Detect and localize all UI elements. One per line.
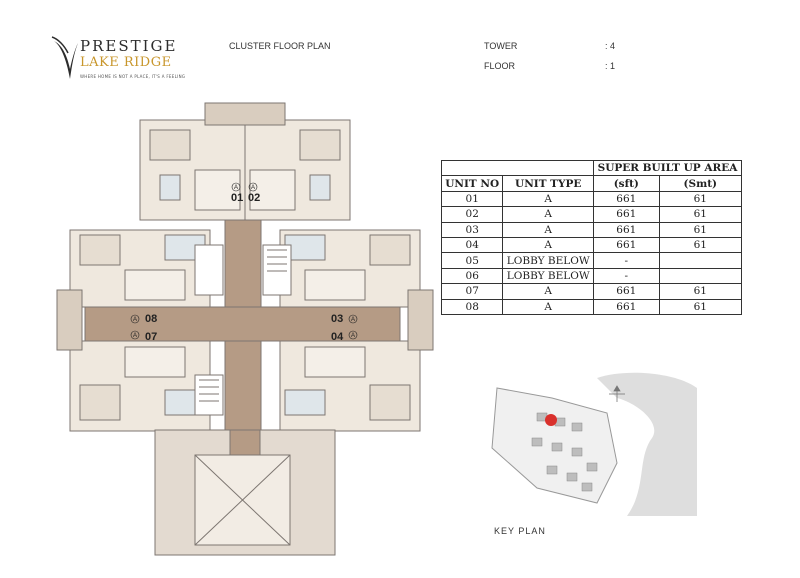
unit-label-08: 08: [145, 313, 157, 325]
area-table: SUPER BUILT UP AREA UNIT NO UNIT TYPE (s…: [440, 159, 743, 315]
entrance-lobby: [154, 429, 336, 556]
cluster-floor-plan: 01 02 03 04 07 08 A A A A A A: [56, 102, 434, 556]
type-marker-03: A: [351, 317, 355, 323]
type-marker-04: A: [351, 333, 355, 339]
unit-label-01: 01: [231, 192, 243, 204]
unit-label-02: 02: [248, 192, 260, 204]
col-unit-type: UNIT TYPE: [502, 175, 595, 192]
unit-label-07: 07: [145, 331, 157, 343]
type-marker-02: A: [251, 185, 255, 191]
brand-name-line1: PRESTIGE: [80, 37, 178, 55]
type-marker-07: A: [133, 333, 137, 339]
tower-label: TOWER: [484, 41, 518, 51]
col-smt: (Smt): [658, 175, 743, 192]
brand-tagline: WHERE HOME IS NOT A PLACE, IT'S A FEELIN…: [80, 74, 186, 79]
key-plan-map: [491, 372, 697, 516]
type-marker-08: A: [133, 317, 137, 323]
floor-value: : 1: [605, 61, 616, 71]
right-units: [279, 229, 434, 432]
lake-area: [597, 372, 697, 516]
table-header-row: UNIT NO UNIT TYPE (sft) (Smt): [440, 175, 743, 192]
swan-logo-icon: [51, 36, 78, 79]
highlighted-tower-marker: [545, 414, 557, 426]
brand-logo: PRESTIGE LAKE RIDGE WHERE HOME IS NOT A …: [50, 33, 200, 85]
core-lifts-stairs: [194, 244, 292, 416]
super-built-up-area-header: SUPER BUILT UP AREA: [593, 159, 742, 177]
unit-label-04: 04: [331, 331, 344, 343]
table-row: 03 A 661 61: [440, 221, 743, 238]
col-sft: (sft): [593, 175, 660, 192]
unit-label-03: 03: [331, 313, 343, 325]
top-units: [139, 102, 351, 221]
table-row: 07 A 661 61: [440, 283, 743, 300]
floor-label: FLOOR: [484, 61, 516, 71]
table-row: 05 LOBBY BELOW -: [440, 252, 743, 269]
page-title: CLUSTER FLOOR PLAN: [229, 41, 331, 51]
table-row: 02 A 661 61: [440, 206, 743, 223]
table-row: 06 LOBBY BELOW -: [440, 267, 743, 285]
table-group-header-row: SUPER BUILT UP AREA: [440, 159, 742, 177]
left-units: [56, 229, 211, 432]
key-plan-label: KEY PLAN: [494, 526, 546, 536]
table-row: 04 A 661 61: [440, 236, 743, 254]
brand-name-line2: LAKE RIDGE: [80, 55, 172, 70]
type-marker-01: A: [234, 185, 238, 191]
north-arrow-icon: [609, 385, 625, 402]
table-row: 01 A 661 61: [440, 190, 743, 208]
col-unit-no: UNIT NO: [440, 175, 504, 192]
table-row: 08 A 661 61: [440, 298, 743, 315]
tower-value: : 4: [605, 41, 616, 51]
